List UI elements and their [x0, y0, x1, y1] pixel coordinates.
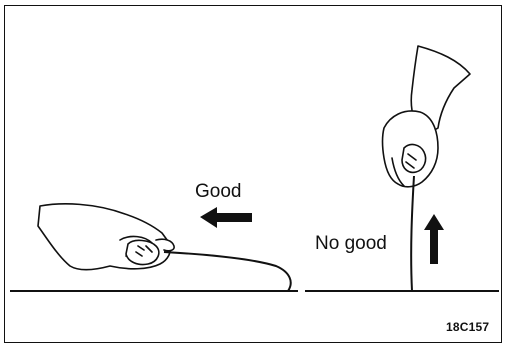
label-no-good: No good	[315, 233, 387, 254]
arrow-left-icon	[200, 207, 252, 228]
label-good: Good	[195, 181, 242, 202]
wire-horizontal	[163, 251, 292, 292]
arrow-up-icon	[424, 214, 444, 264]
hand-pulling-horizontal	[37, 203, 175, 271]
hand-pulling-vertical	[381, 45, 471, 188]
figure-code: 18C157	[446, 320, 490, 334]
wire-vertical	[410, 175, 415, 292]
